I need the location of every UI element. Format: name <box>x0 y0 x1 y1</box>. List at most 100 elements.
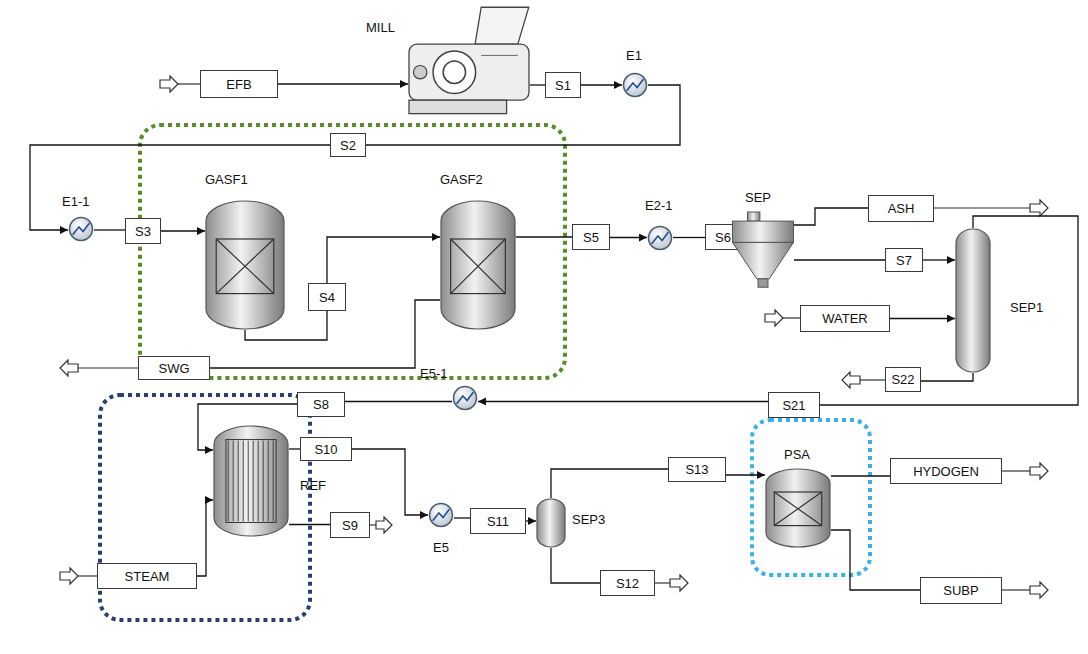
stream-line <box>726 474 765 475</box>
stream-label: S10 <box>314 442 337 457</box>
stream-label: S21 <box>782 398 805 413</box>
unit-icon <box>428 502 454 528</box>
unit-icon <box>408 5 530 117</box>
unit-icon <box>213 425 289 537</box>
stream-line <box>551 548 600 583</box>
stream-line <box>581 84 622 85</box>
stream-line <box>890 318 955 319</box>
block-name: MILL <box>366 20 395 35</box>
stream-box: S12 <box>600 570 655 596</box>
heat-exchanger: E1 <box>622 72 648 98</box>
unit-icon <box>205 200 285 330</box>
stream-line <box>94 229 125 230</box>
stream-box: S7 <box>885 248 923 272</box>
stream-label: S5 <box>583 230 599 245</box>
stream-line <box>30 145 330 230</box>
terminal-arrows <box>60 76 1048 598</box>
stream-label: S13 <box>685 462 708 477</box>
stream-box: SWG <box>138 356 210 380</box>
stream-label: S4 <box>319 290 335 305</box>
flash-separator: SEP3 <box>536 498 566 548</box>
block-name: SEP3 <box>572 512 605 527</box>
stream-box: SUBP <box>920 577 1002 604</box>
block-name: E5 <box>433 540 449 555</box>
reformer-reactor: REF <box>213 425 289 537</box>
cyclone-separator: SEP <box>732 212 794 288</box>
stream-line <box>831 530 920 590</box>
block-name: SEP <box>745 190 771 205</box>
group-outline <box>752 420 870 575</box>
unit-icon <box>955 228 991 373</box>
unit-icon <box>68 216 94 242</box>
stream-line <box>794 208 868 225</box>
stream-label: S9 <box>342 518 358 533</box>
stream-label: HYDOGEN <box>913 464 979 479</box>
stream-line <box>794 259 885 260</box>
stream-box: EFB <box>200 70 278 98</box>
stream-line <box>327 237 440 283</box>
stream-line <box>530 84 545 85</box>
stream-box: S4 <box>308 283 346 311</box>
stream-box: WATER <box>800 305 890 332</box>
stream-label: SUBP <box>943 583 978 598</box>
stream-line <box>673 237 705 238</box>
stream-box: STEAM <box>97 563 197 589</box>
stream-line <box>516 236 572 237</box>
gasifier-vessel: GASF2 <box>440 200 516 330</box>
block-name: REF <box>300 478 326 493</box>
block-name: GASF2 <box>440 172 483 187</box>
stream-label: EFB <box>226 77 251 92</box>
stream-label: SWG <box>158 361 189 376</box>
stream-line <box>345 401 452 402</box>
heat-exchanger: E2-1 <box>647 225 673 251</box>
stream-label: S3 <box>135 224 151 239</box>
stream-label: S8 <box>313 397 329 412</box>
stream-line <box>526 520 536 521</box>
stream-label: STEAM <box>125 569 170 584</box>
stream-label: WATER <box>822 311 868 326</box>
stream-label: S12 <box>616 576 639 591</box>
stream-line <box>551 469 668 498</box>
stream-box: S22 <box>885 367 921 392</box>
psa-unit: PSA <box>765 468 831 548</box>
stream-line <box>610 237 647 238</box>
stream-line <box>454 517 470 518</box>
stream-box: HYDOGEN <box>890 458 1002 484</box>
heat-exchanger: E5-1 <box>452 385 478 411</box>
stream-line <box>478 401 768 402</box>
block-name: E1-1 <box>62 194 89 209</box>
unit-icon <box>440 200 516 330</box>
heat-exchanger: E1-1 <box>68 216 94 242</box>
stream-label: S6 <box>715 230 731 245</box>
stream-line <box>289 524 330 525</box>
stream-line <box>921 373 973 381</box>
stream-box: S1 <box>545 72 581 98</box>
stream-label: S7 <box>896 253 912 268</box>
unit-icon <box>452 385 478 411</box>
stream-line <box>197 500 213 576</box>
stream-label: S22 <box>891 372 914 387</box>
unit-icon <box>647 225 673 251</box>
stream-box: S9 <box>330 512 370 538</box>
stream-box: S2 <box>330 133 366 157</box>
stream-box: S8 <box>297 392 345 417</box>
gasifier-vessel: GASF1 <box>205 200 285 330</box>
group-outline <box>140 125 565 378</box>
stream-line <box>289 448 300 449</box>
stream-label: ASH <box>888 201 915 216</box>
block-name: GASF1 <box>205 172 248 187</box>
stream-label: S11 <box>487 514 509 529</box>
block-name: E5-1 <box>420 366 447 381</box>
stream-line <box>831 475 890 476</box>
block-name: E2-1 <box>645 198 672 213</box>
stream-line <box>278 83 408 84</box>
block-name: SEP1 <box>1010 300 1043 315</box>
separation-column: SEP1 <box>955 228 991 373</box>
unit-icon <box>732 212 794 288</box>
unit-icon <box>622 72 648 98</box>
block-name: E1 <box>626 48 642 63</box>
stream-box: S5 <box>572 224 610 250</box>
